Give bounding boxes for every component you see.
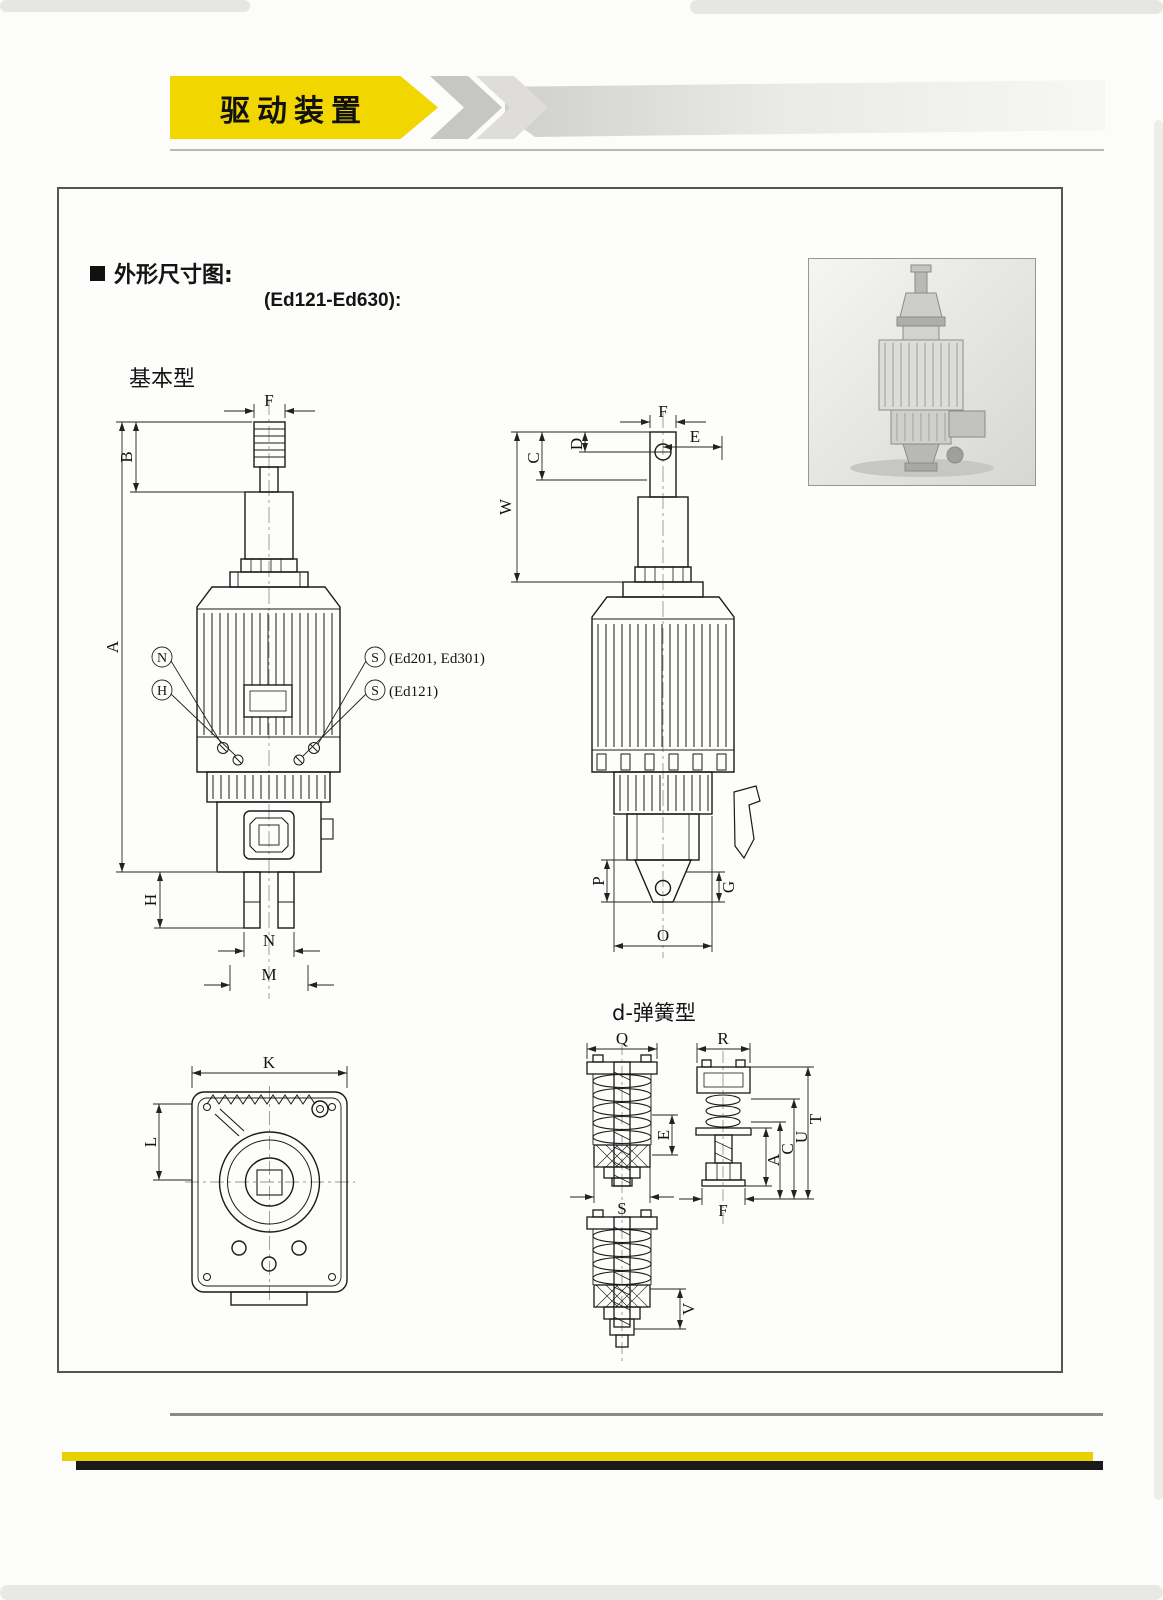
front-view-drawing: F B A H N M N H S S (Ed201, Ed301) (Ed12… [103, 391, 485, 999]
side-labels: F E D C W P G O [497, 402, 738, 945]
dim-label-g: G [719, 881, 738, 893]
spring-type-label: d-弹簧型 [612, 1001, 696, 1025]
note-s-lower: (Ed121) [389, 684, 438, 700]
top-view-drawing: K L [141, 1053, 355, 1306]
section-title: 外形尺寸图: [90, 257, 233, 289]
thruster-device [878, 264, 986, 472]
callout-s-lower: S [371, 684, 379, 699]
product-photo [808, 258, 1036, 486]
section-bullet-icon [90, 265, 105, 281]
centerlines [185, 1086, 355, 1300]
scan-shade [0, 1585, 1163, 1600]
side-view-drawing: F E D C W P G O [497, 402, 761, 958]
dim-label-f: F [658, 402, 667, 421]
dim-label-a: A [764, 1153, 783, 1166]
spring-dimensions [570, 1043, 814, 1330]
note-s-upper: (Ed201, Ed301) [389, 651, 485, 667]
dim-label-a: A [103, 640, 122, 653]
dim-label-r: R [717, 1029, 729, 1048]
top-dimensions [153, 1066, 348, 1181]
spring-type-drawing: Q R S F E A C U T V [570, 1029, 825, 1361]
scan-shade [690, 0, 1163, 14]
dim-label-l: L [141, 1137, 160, 1147]
scan-shade [1154, 120, 1163, 1500]
dim-label-q: Q [616, 1029, 628, 1048]
section-title-text: 外形尺寸图: [114, 263, 233, 288]
side-body-outline [591, 431, 761, 903]
dim-label-m: M [261, 965, 276, 984]
dim-label-f: F [264, 391, 273, 410]
callout-h: H [157, 684, 167, 699]
drawing-frame: 外形尺寸图: (Ed121-Ed630): 基本型 [57, 187, 1063, 1373]
manual-lever [214, 1108, 245, 1137]
shaft-square-hole [256, 1169, 283, 1196]
dim-label-s: S [617, 1199, 626, 1218]
dim-label-c: C [778, 1143, 797, 1154]
spring-assembly-upper-right [695, 1059, 752, 1187]
dim-label-b: B [117, 451, 136, 462]
callout-n: N [157, 651, 167, 666]
header-chevrons-icon [430, 76, 548, 139]
spring-labels: Q R S F E A C U T V [616, 1029, 825, 1315]
adjust-screws [217, 742, 320, 766]
dim-label-v: V [679, 1302, 698, 1315]
title-banner: 驱动装置 [170, 76, 438, 139]
dim-label-e: E [690, 427, 700, 446]
product-photo-image [809, 259, 1035, 485]
dim-label-k: K [263, 1053, 276, 1072]
front-labels: F B A H N M N H S S (Ed201, Ed301) (Ed12… [103, 391, 485, 984]
front-dimensions [116, 404, 334, 991]
footer-yellow-bar [62, 1452, 1093, 1461]
header-swoosh-decoration [505, 80, 1105, 137]
front-body-outline [196, 421, 341, 929]
dim-label-d: D [567, 438, 586, 450]
dim-label-t: T [806, 1113, 825, 1124]
dim-label-h: H [141, 894, 160, 906]
callout-s-upper: S [371, 651, 379, 666]
footer-black-bar [76, 1461, 1103, 1470]
side-dimensions [511, 415, 725, 952]
dim-label-c: C [524, 452, 543, 463]
dim-label-w: W [497, 498, 515, 515]
footer-rule [170, 1413, 1103, 1416]
dim-label-f: F [718, 1201, 727, 1220]
page-title: 驱动装置 [220, 93, 368, 129]
cooling-fins [597, 624, 727, 747]
top-labels: K L [141, 1053, 276, 1147]
dim-label-u: U [792, 1131, 811, 1143]
fin-tops [206, 1094, 316, 1105]
cooling-fins [203, 613, 333, 735]
release-lever [733, 785, 761, 860]
front-callouts [151, 646, 386, 757]
scan-shade [0, 0, 250, 12]
dim-label-o: O [657, 926, 669, 945]
top-body-outline [191, 1091, 348, 1306]
dim-label-e: E [654, 1130, 673, 1140]
model-range-label: (Ed121-Ed630): [264, 290, 402, 311]
fin-feet [596, 753, 727, 771]
centerlines [621, 1043, 724, 1361]
dim-label-n: N [263, 931, 275, 950]
header-rule [170, 149, 1104, 151]
basic-type-label: 基本型 [129, 367, 196, 392]
spring-assembly-lower [586, 1209, 658, 1348]
nameplate [243, 684, 293, 718]
dim-label-p: P [589, 876, 608, 885]
spring-assembly-upper-left [586, 1054, 658, 1187]
